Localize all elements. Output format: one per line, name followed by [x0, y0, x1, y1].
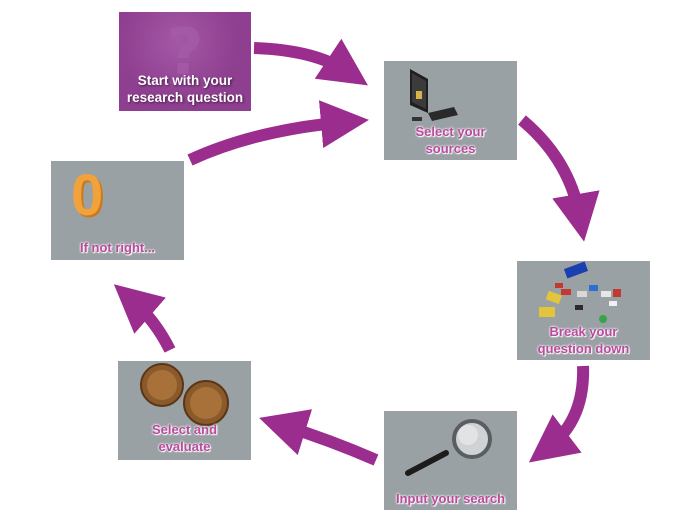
step-evaluate-label-line2: evaluate: [118, 438, 251, 455]
step-break-label: Break your question down: [517, 323, 650, 357]
step-retry-label-line1: If not right...: [51, 239, 184, 256]
step-start-label-line2: research question: [119, 89, 251, 106]
step-sources-label-line2: sources: [384, 140, 517, 157]
step-break-question-down: Break your question down: [517, 261, 650, 360]
arrow-evaluate-to-retry: [132, 300, 170, 350]
step-search-label-line1: Input your search: [384, 490, 517, 507]
arrow-start-to-sources: [254, 48, 348, 72]
arrow-sources-to-break: [522, 120, 580, 218]
step-input-search: Input your search: [384, 411, 517, 510]
step-sources-label-line1: Select your: [384, 123, 517, 140]
step-break-label-line2: question down: [517, 340, 650, 357]
step-select-sources: Select your sources: [384, 61, 517, 160]
step-if-not-right: 0 If not right...: [51, 161, 184, 260]
step-start-label-line1: Start with your: [119, 72, 251, 89]
step-evaluate-label-line1: Select and: [118, 421, 251, 438]
step-start-research-question: ? Start with your research question: [119, 12, 251, 111]
step-break-label-line1: Break your: [517, 323, 650, 340]
big-zero-glyph: 0: [71, 163, 103, 229]
arrow-search-to-evaluate: [282, 425, 376, 460]
step-select-evaluate: Select and evaluate: [118, 361, 251, 460]
step-evaluate-label: Select and evaluate: [118, 421, 251, 455]
step-sources-label: Select your sources: [384, 123, 517, 157]
step-retry-label: If not right...: [51, 239, 184, 256]
step-start-label: Start with your research question: [119, 72, 251, 106]
arrow-retry-to-sources: [190, 122, 345, 160]
arrow-break-to-search: [548, 366, 583, 448]
step-search-label: Input your search: [384, 490, 517, 507]
